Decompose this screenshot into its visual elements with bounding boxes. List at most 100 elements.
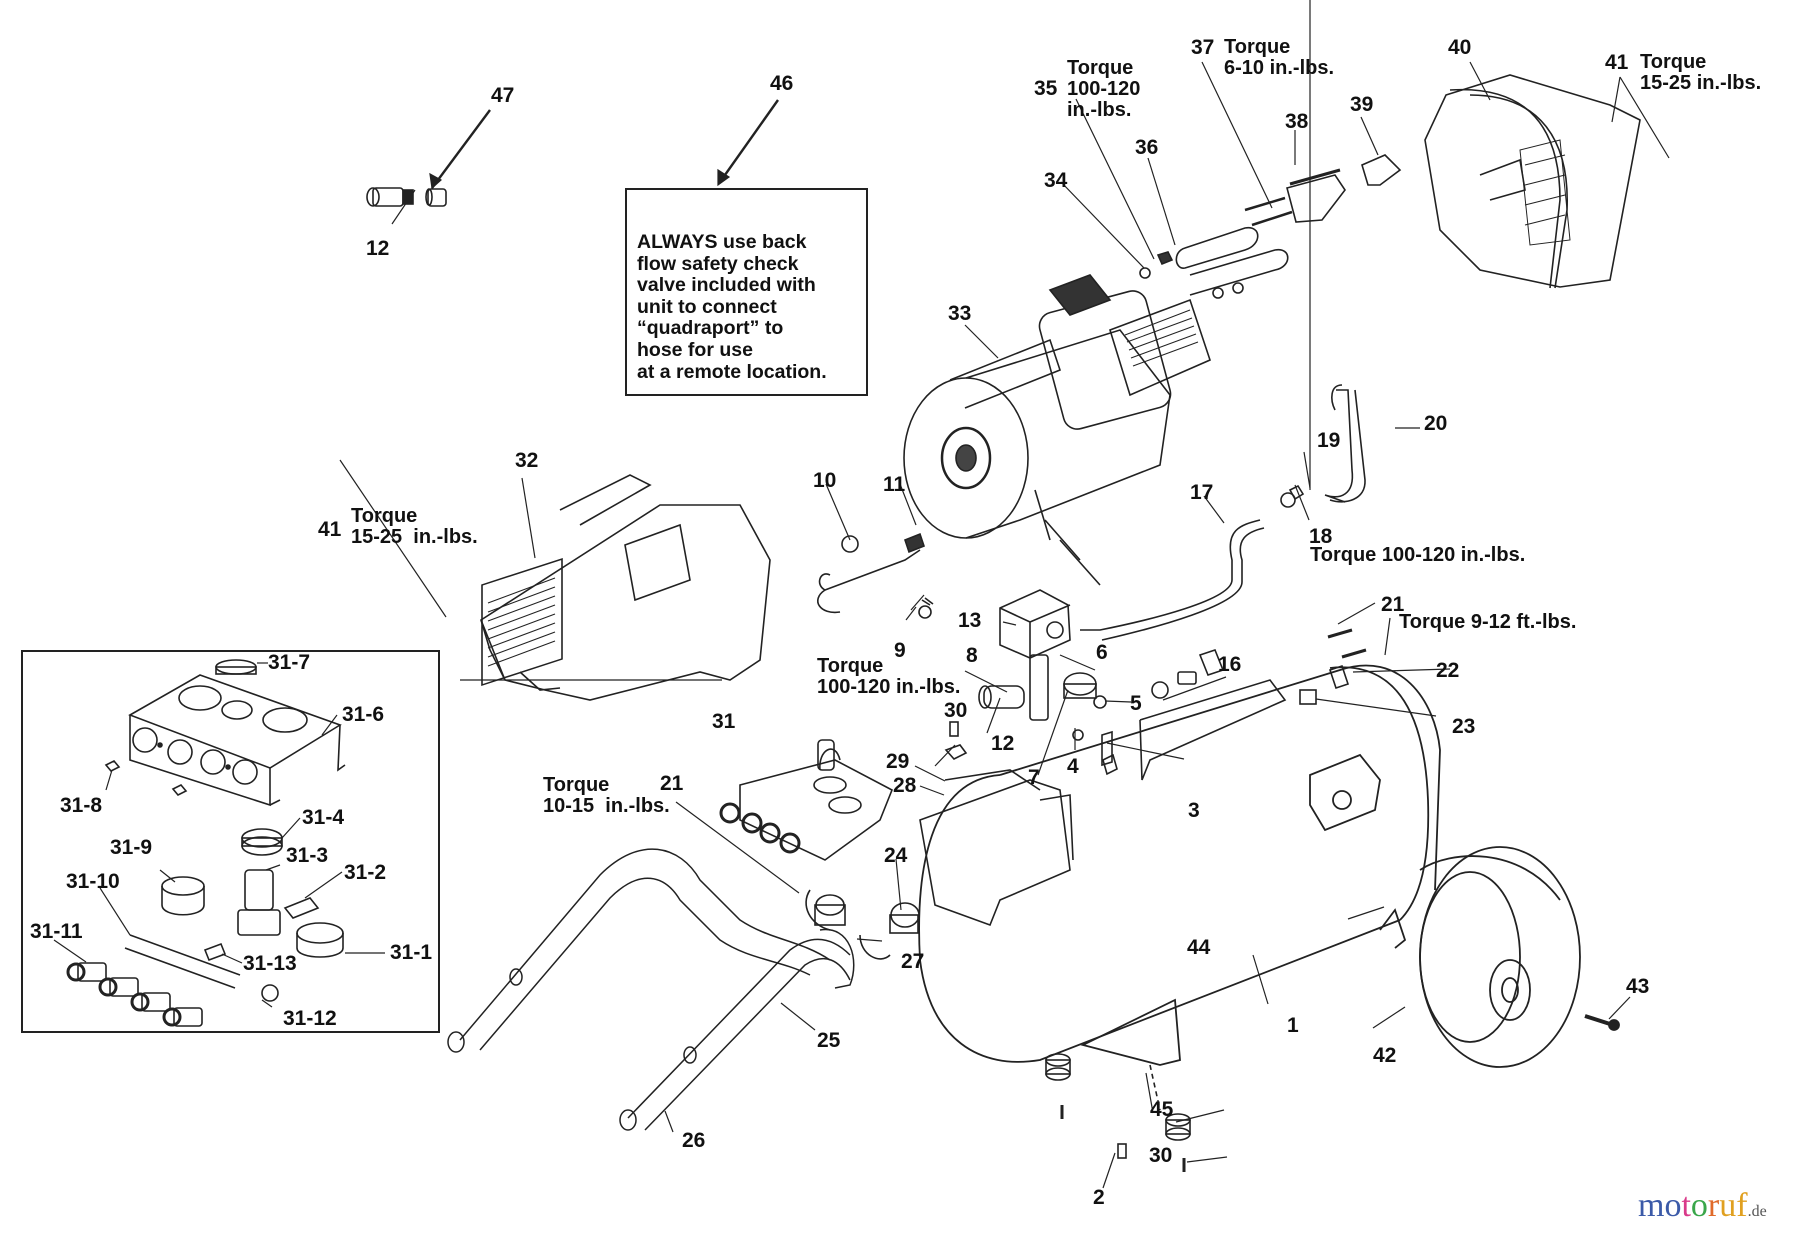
callout-31-12: 31-12	[283, 1007, 337, 1030]
callout-33: 33	[948, 302, 972, 325]
watermark-logo: motoruf.de	[1638, 1187, 1767, 1224]
callout-37: 37	[1191, 36, 1215, 59]
callout-36: 36	[1135, 136, 1159, 159]
torque-note-41-top: Torque 15-25 in.-lbs.	[1640, 51, 1762, 94]
inset-leader-lines	[53, 662, 385, 1008]
callout-7: 7	[1028, 766, 1040, 789]
callout-31-7: 31-7	[268, 651, 311, 674]
callout-47: 47	[491, 84, 515, 107]
callout-25: 25	[817, 1029, 841, 1052]
torque-note-21-left: Torque 10-15 in.-lbs.	[543, 774, 670, 817]
torque-note-37: Torque 6-10 in.-lbs.	[1224, 36, 1335, 79]
torque-note-18: Torque 100-120 in.-lbs.	[1310, 544, 1526, 566]
callout-43: 43	[1626, 975, 1650, 998]
callout-45: 45	[1150, 1098, 1174, 1121]
watermark-letter: m	[1638, 1187, 1665, 1224]
callout-35: 35	[1034, 77, 1058, 100]
callout-12-mid: 12	[991, 732, 1015, 755]
callout-20: 20	[1424, 412, 1448, 435]
watermark-letter: o	[1690, 1187, 1708, 1224]
callout-31-8: 31-8	[60, 794, 103, 817]
part-32-shroud	[480, 474, 771, 701]
watermark-letter: o	[1664, 1187, 1682, 1224]
callout-31-9: 31-9	[110, 836, 153, 859]
part-33-motor-pump	[903, 274, 1211, 586]
callout-34: 34	[1044, 169, 1068, 192]
callout-31-4: 31-4	[302, 806, 345, 829]
parts-2-30-45-feet	[1045, 1053, 1191, 1172]
torque-note-8: Torque 100-120 in.-lbs.	[817, 655, 961, 698]
part-12-47-fittings	[366, 187, 447, 207]
watermark-letter: f	[1736, 1187, 1748, 1224]
leader-lines	[339, 0, 1670, 1189]
parts-34-39	[1139, 154, 1402, 299]
callout-28: 28	[893, 774, 917, 797]
callout-39: 39	[1350, 93, 1374, 116]
callout-11: 11	[883, 473, 906, 496]
callout-13: 13	[958, 609, 982, 632]
callout-46: 46	[770, 72, 794, 95]
callout-30-bottom: 30	[1149, 1144, 1173, 1167]
callout-18: 18	[1309, 525, 1333, 548]
part-42-wheel	[1419, 846, 1620, 1068]
callout-1: 1	[1287, 1014, 1299, 1037]
callout-32: 32	[515, 449, 539, 472]
callout-2: 2	[1093, 1186, 1105, 1209]
callout-31-6: 31-6	[342, 703, 385, 726]
callout-9: 9	[894, 639, 906, 662]
watermark-letter: t	[1681, 1187, 1691, 1224]
watermark-letter: u	[1719, 1187, 1737, 1224]
callout-21-left: 21	[660, 772, 684, 795]
parts-9-10-11-cord	[817, 532, 934, 619]
warning-note-text: ALWAYS use back flow safety check valve …	[637, 231, 827, 383]
callout-41-top: 41	[1605, 51, 1629, 74]
part-13-pressure-switch	[978, 589, 1118, 776]
callout-44: 44	[1187, 936, 1211, 959]
callout-21-right: 21	[1381, 593, 1405, 616]
callout-26: 26	[682, 1129, 706, 1152]
callout-42: 42	[1373, 1044, 1397, 1067]
callout-31-1: 31-1	[390, 941, 433, 964]
callout-10: 10	[813, 469, 837, 492]
callout-31-13: 31-13	[243, 952, 297, 975]
parts-24-27-clamps	[805, 889, 920, 960]
callout-16: 16	[1218, 653, 1242, 676]
torque-note-35: Torque 100-120 in.-lbs.	[1067, 57, 1141, 121]
part-40-shroud	[1424, 74, 1641, 289]
callout-40: 40	[1448, 36, 1472, 59]
callout-31-2: 31-2	[344, 861, 387, 884]
callout-6: 6	[1096, 641, 1108, 664]
callout-17: 17	[1190, 481, 1214, 504]
parts-16-21-22-23	[1139, 628, 1367, 781]
callout-19: 19	[1317, 429, 1341, 452]
warning-note-box: ALWAYS use back flow safety check valve …	[625, 188, 868, 396]
callout-3: 3	[1188, 799, 1200, 822]
callout-8: 8	[966, 644, 978, 667]
parts-17-20-tubes	[1080, 384, 1366, 641]
callout-29: 29	[886, 750, 910, 773]
callout-31-3: 31-3	[286, 844, 329, 867]
callout-41-left: 41	[318, 518, 342, 541]
callout-31-10: 31-10	[66, 870, 120, 893]
part-28-bracket	[919, 721, 1074, 927]
torque-note-41-left: Torque 15-25 in.-lbs.	[351, 505, 478, 548]
callout-4: 4	[1067, 755, 1079, 778]
inset-31-artwork	[66, 659, 346, 1027]
callout-31: 31	[712, 710, 736, 733]
parts-25-26-handle	[447, 848, 855, 1131]
callout-31-11: 31-11	[30, 920, 83, 943]
watermark-letter: r	[1707, 1187, 1720, 1224]
callout-27: 27	[901, 950, 925, 973]
part-1-tank	[918, 664, 1441, 1066]
callout-30-top: 30	[944, 699, 968, 722]
callout-22: 22	[1436, 659, 1460, 682]
callout-38: 38	[1285, 110, 1309, 133]
callout-24: 24	[884, 844, 908, 867]
callout-23: 23	[1452, 715, 1476, 738]
manifold-block	[719, 739, 894, 861]
torque-note-21-right: Torque 9-12 ft.-lbs.	[1399, 611, 1577, 633]
callout-5: 5	[1130, 692, 1142, 715]
inset-assembly-31	[21, 650, 440, 1033]
callout-12: 12	[366, 237, 390, 260]
